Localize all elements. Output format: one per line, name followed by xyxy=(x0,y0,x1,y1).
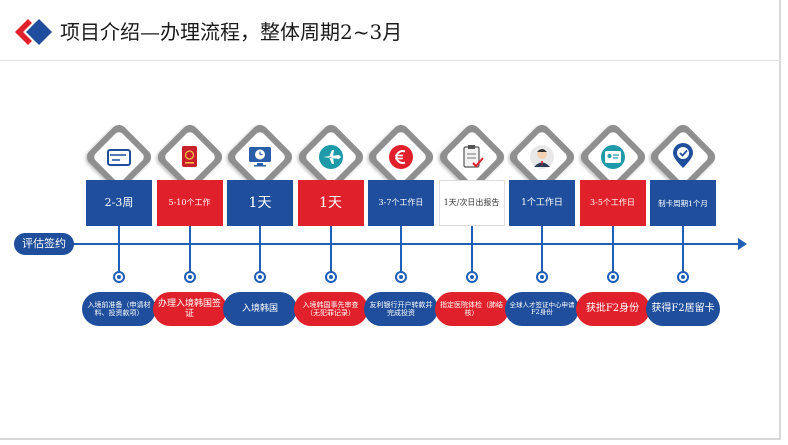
step-marker xyxy=(677,271,689,283)
step-icon-tile xyxy=(365,121,437,193)
step-description-pill: 友利银行开户转款并完成投资 xyxy=(364,292,438,326)
process-step: 1天入境韩国 xyxy=(223,121,297,428)
process-step: 1天/次日出报告指定医院体检（肺结核） xyxy=(434,121,509,428)
person-avatar-icon xyxy=(530,145,554,169)
step-description-pill: 入境韩国事先审查（无犯罪记录） xyxy=(293,292,368,326)
step-connector xyxy=(611,226,614,278)
step-icon-tile xyxy=(647,121,719,193)
step-duration-label: 1个工作日 xyxy=(521,197,563,208)
timeline-axis xyxy=(72,243,740,245)
step-marker xyxy=(395,271,407,283)
step-duration-label: 5-10个工作 xyxy=(168,198,211,208)
step-marker xyxy=(113,271,125,283)
step-marker xyxy=(536,271,548,283)
clipboard-check-icon xyxy=(462,145,484,168)
step-icon-tile xyxy=(577,121,648,193)
step-icon-tile xyxy=(436,121,507,193)
process-step: 2-3周入境前准备（申请材料、投资款项） xyxy=(82,121,156,428)
step-connector xyxy=(682,226,684,278)
step-description-pill: 全球人才签证中心申请F2身份 xyxy=(505,292,579,326)
step-marker xyxy=(183,271,196,283)
step-duration-card: 1天/次日出报告 xyxy=(438,180,505,226)
location-check-icon xyxy=(673,143,693,168)
step-duration-label: 制卡周期1个月 xyxy=(658,198,708,208)
process-step: 1个工作日全球人才签证中心申请F2身份 xyxy=(505,121,579,428)
page-title: 项目介绍—办理流程，整体周期2~3月 xyxy=(60,20,403,44)
step-description-label: 入境韩国事先审查（无犯罪记录） xyxy=(302,300,359,317)
step-connector xyxy=(188,226,191,278)
process-step: 1天入境韩国事先审查（无犯罪记录） xyxy=(293,121,368,428)
step-description-label: 获批F2身份 xyxy=(585,303,640,315)
process-step: 3-5个工作日获批F2身份 xyxy=(575,121,650,428)
id-card-icon xyxy=(600,145,625,169)
step-duration-card: 2-3周 xyxy=(86,180,152,226)
step-duration-card: 1个工作日 xyxy=(509,180,575,226)
step-duration-card: 1天 xyxy=(227,180,293,226)
step-description-label: 获得F2居留卡 xyxy=(651,303,715,315)
step-connector xyxy=(400,226,402,278)
step-description-label: 友利银行开户转款并完成投资 xyxy=(369,300,433,317)
step-icon-tile xyxy=(224,121,296,193)
step-description-pill: 入境前准备（申请材料、投资款项） xyxy=(82,292,156,326)
process-step: 5-10个工作办理入境韩国签证 xyxy=(152,121,227,428)
step-description-label: 全球人才签证中心申请F2身份 xyxy=(509,300,575,316)
step-description-label: 入境韩国 xyxy=(241,303,278,314)
step-description-pill: 办理入境韩国签证 xyxy=(152,292,227,326)
step-connector xyxy=(470,226,473,278)
step-icon-tile xyxy=(154,121,225,193)
step-duration-label: 3-7个工作日 xyxy=(378,198,424,208)
step-duration-card: 3-5个工作日 xyxy=(579,180,646,226)
step-duration-label: 2-3周 xyxy=(104,196,134,210)
step-icon-tile xyxy=(83,121,155,193)
step-duration-label: 1天 xyxy=(319,194,342,211)
airplane-icon xyxy=(318,145,343,169)
logo-diamond-icon xyxy=(15,19,52,45)
step-description-pill: 获批F2身份 xyxy=(575,292,650,326)
step-marker xyxy=(324,271,337,283)
step-duration-card: 5-10个工作 xyxy=(156,180,223,226)
step-icon-tile xyxy=(506,121,578,193)
title-bar: 项目介绍—办理流程，整体周期2~3月 xyxy=(0,9,781,61)
step-description-pill: 指定医院体检（肺结核） xyxy=(434,292,509,326)
step-connector xyxy=(541,226,543,278)
step-marker xyxy=(606,271,619,283)
step-duration-label: 3-5个工作日 xyxy=(590,198,635,208)
step-marker xyxy=(254,271,266,283)
timeline-arrow-icon xyxy=(738,238,747,250)
step-icon-tile xyxy=(295,121,366,193)
step-duration-card: 1天 xyxy=(297,180,364,226)
step-duration-label: 1天/次日出报告 xyxy=(443,198,500,208)
desktop-clock-icon xyxy=(249,147,271,167)
step-marker xyxy=(465,271,478,283)
step-description-pill: 入境韩国 xyxy=(223,292,297,326)
wallet-card-icon xyxy=(107,149,131,166)
start-badge: 评估签约 xyxy=(14,233,74,255)
process-step: 3-7个工作日友利银行开户转款并完成投资 xyxy=(364,121,438,428)
step-description-label: 办理入境韩国签证 xyxy=(157,298,221,319)
slide-frame xyxy=(0,0,781,440)
step-connector xyxy=(259,226,261,278)
passport-icon xyxy=(181,146,197,167)
step-connector xyxy=(118,226,120,278)
step-description-label: 入境前准备（申请材料、投资款项） xyxy=(87,300,151,317)
step-description-pill: 获得F2居留卡 xyxy=(646,292,720,326)
step-description-label: 指定医院体检（肺结核） xyxy=(440,300,503,317)
process-step: 制卡周期1个月获得F2居留卡 xyxy=(646,121,720,428)
euro-coin-icon xyxy=(389,145,413,169)
step-duration-label: 1天 xyxy=(248,194,272,211)
step-duration-card: 3-7个工作日 xyxy=(368,180,434,226)
step-duration-card: 制卡周期1个月 xyxy=(650,180,716,226)
step-connector xyxy=(329,226,332,278)
